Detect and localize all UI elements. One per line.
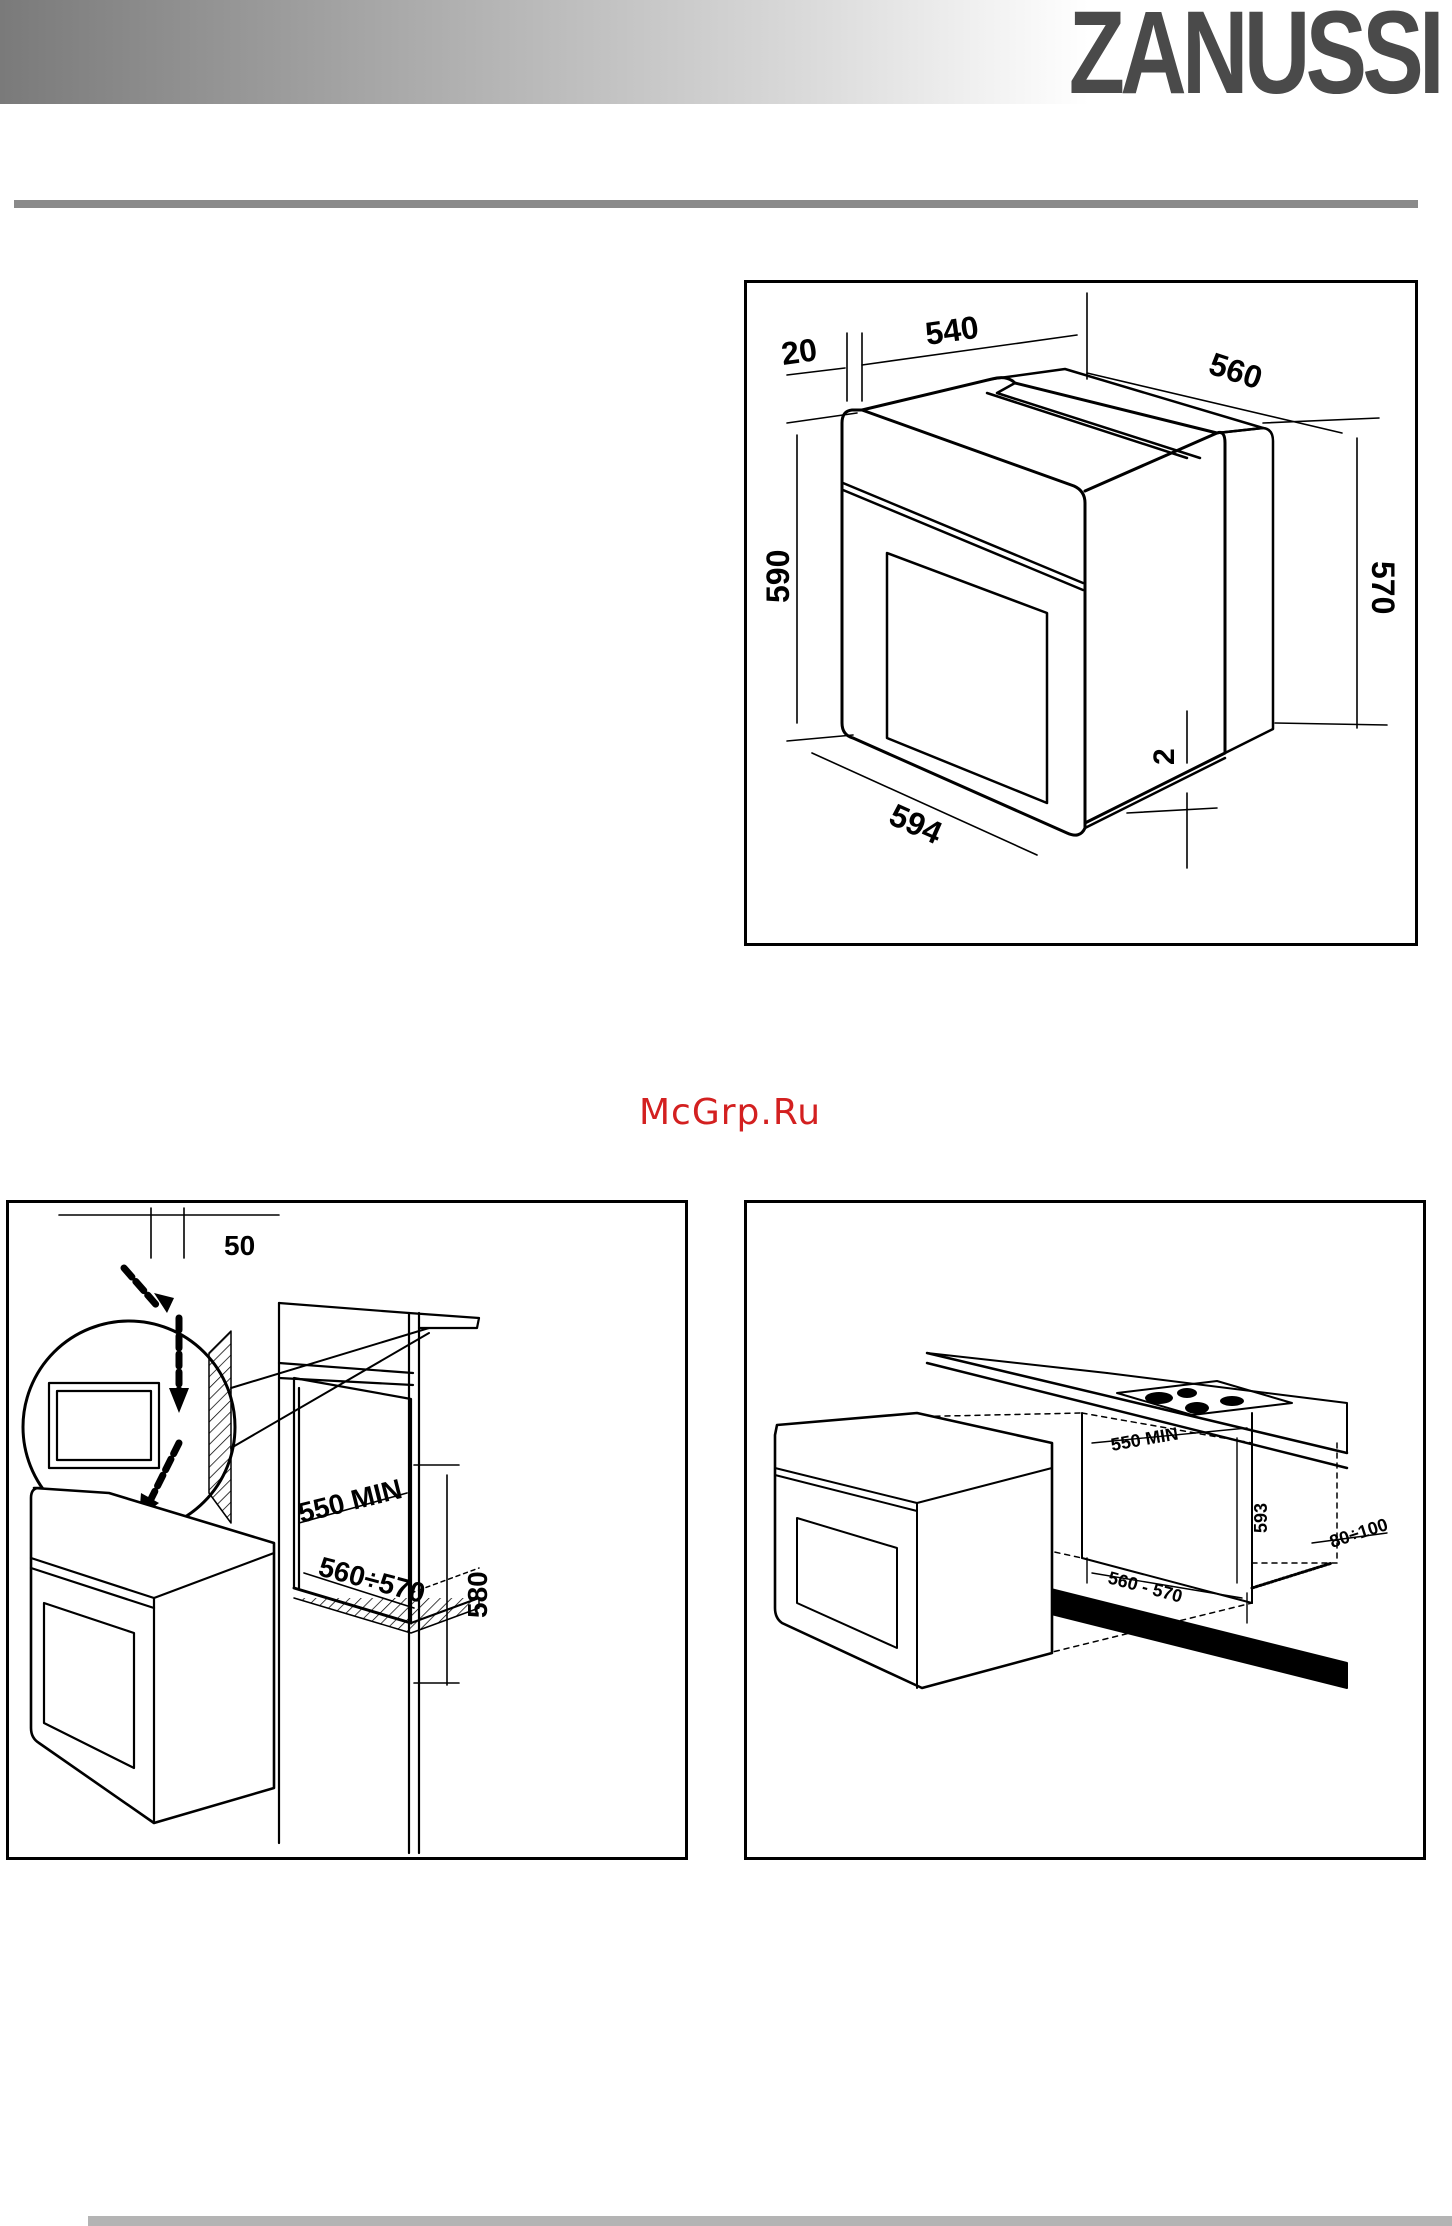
dim-top-gap: 50 — [224, 1230, 255, 1261]
figure-oven-dimensions: 20 540 560 590 570 2 594 — [744, 280, 1418, 946]
dim-niche-width: 560 - 570 — [1106, 1568, 1185, 1607]
figure-cabinet-ventilation: 50 550 MIN 560÷570 580 — [6, 1200, 688, 1860]
dim-rear-gap: 80÷100 — [1327, 1514, 1390, 1552]
dim-body-depth: 540 — [923, 309, 981, 352]
dim-niche-depth: 550 MIN — [295, 1473, 405, 1529]
dim-body-height: 570 — [1365, 561, 1401, 614]
dim-front-width: 594 — [884, 797, 948, 852]
oven-dimensions-drawing: 20 540 560 590 570 2 594 — [747, 283, 1415, 943]
footer-rule — [88, 2216, 1452, 2226]
dim-total-depth: 560 — [1205, 345, 1267, 396]
dim-panel-thickness: 20 — [779, 331, 819, 372]
header-bar: ZANUSSI — [0, 0, 1452, 104]
dim-niche-height: 580 — [462, 1571, 493, 1618]
dim-niche-depth: 550 MIN — [1109, 1423, 1179, 1455]
watermark: McGrp.Ru — [560, 1092, 900, 1133]
dim-niche-height: 593 — [1251, 1503, 1271, 1533]
figure-undercounter-install: 550 MIN 593 560 - 570 80÷100 — [744, 1200, 1426, 1860]
header-rule — [14, 200, 1418, 208]
dim-gap: 2 — [1148, 748, 1181, 765]
brand-logo: ZANUSSI — [1069, 0, 1440, 112]
undercounter-drawing: 550 MIN 593 560 - 570 80÷100 — [747, 1203, 1423, 1857]
ventilation-drawing: 50 550 MIN 560÷570 580 — [9, 1203, 685, 1857]
dim-front-height: 590 — [760, 550, 796, 603]
